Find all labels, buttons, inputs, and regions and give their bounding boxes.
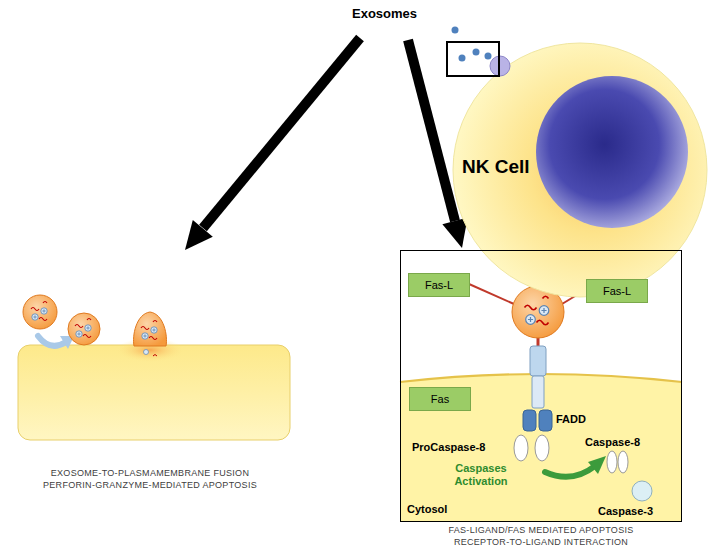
- ligand-box: Fas-L: [586, 279, 648, 303]
- caption: EXOSOME-TO-PLASMAMEMBRANE FUSION: [10, 468, 290, 479]
- caption: FAS-LIGAND/FAS MEDIATED APOPTOSIS: [400, 525, 682, 536]
- ligand-box: Fas-L: [408, 273, 470, 297]
- exosome-label: Exosomes: [352, 6, 417, 21]
- protein-name: Fas-L: [425, 279, 453, 291]
- caption: PERFORIN-GRANZYME-MEDIATED APOPTOSIS: [10, 480, 290, 491]
- protein-label: ProCaspase-8: [412, 441, 485, 453]
- protein-name: Fas: [431, 393, 449, 405]
- region-label: Cytosol: [407, 503, 447, 515]
- cell-name: NK Cell: [462, 156, 530, 178]
- protein-name: Fas-L: [603, 285, 631, 297]
- pathway-arrow: [185, 38, 468, 250]
- protein-label: FADD: [556, 413, 586, 425]
- protein-label: Caspase-3: [598, 505, 653, 517]
- caption: RECEPTOR-TO-LIGAND INTERACTION: [400, 537, 682, 548]
- nk-cell: NK Cell: [452, 42, 708, 298]
- membrane-fusion-illustration: [18, 295, 290, 440]
- receptor-box: Fas: [409, 387, 471, 411]
- pathway-panel: Cytosol Fas-L Fas-L Fas: [400, 250, 682, 522]
- process-label: Caspases Activation: [444, 462, 518, 488]
- protein-label: Caspase-8: [585, 436, 640, 448]
